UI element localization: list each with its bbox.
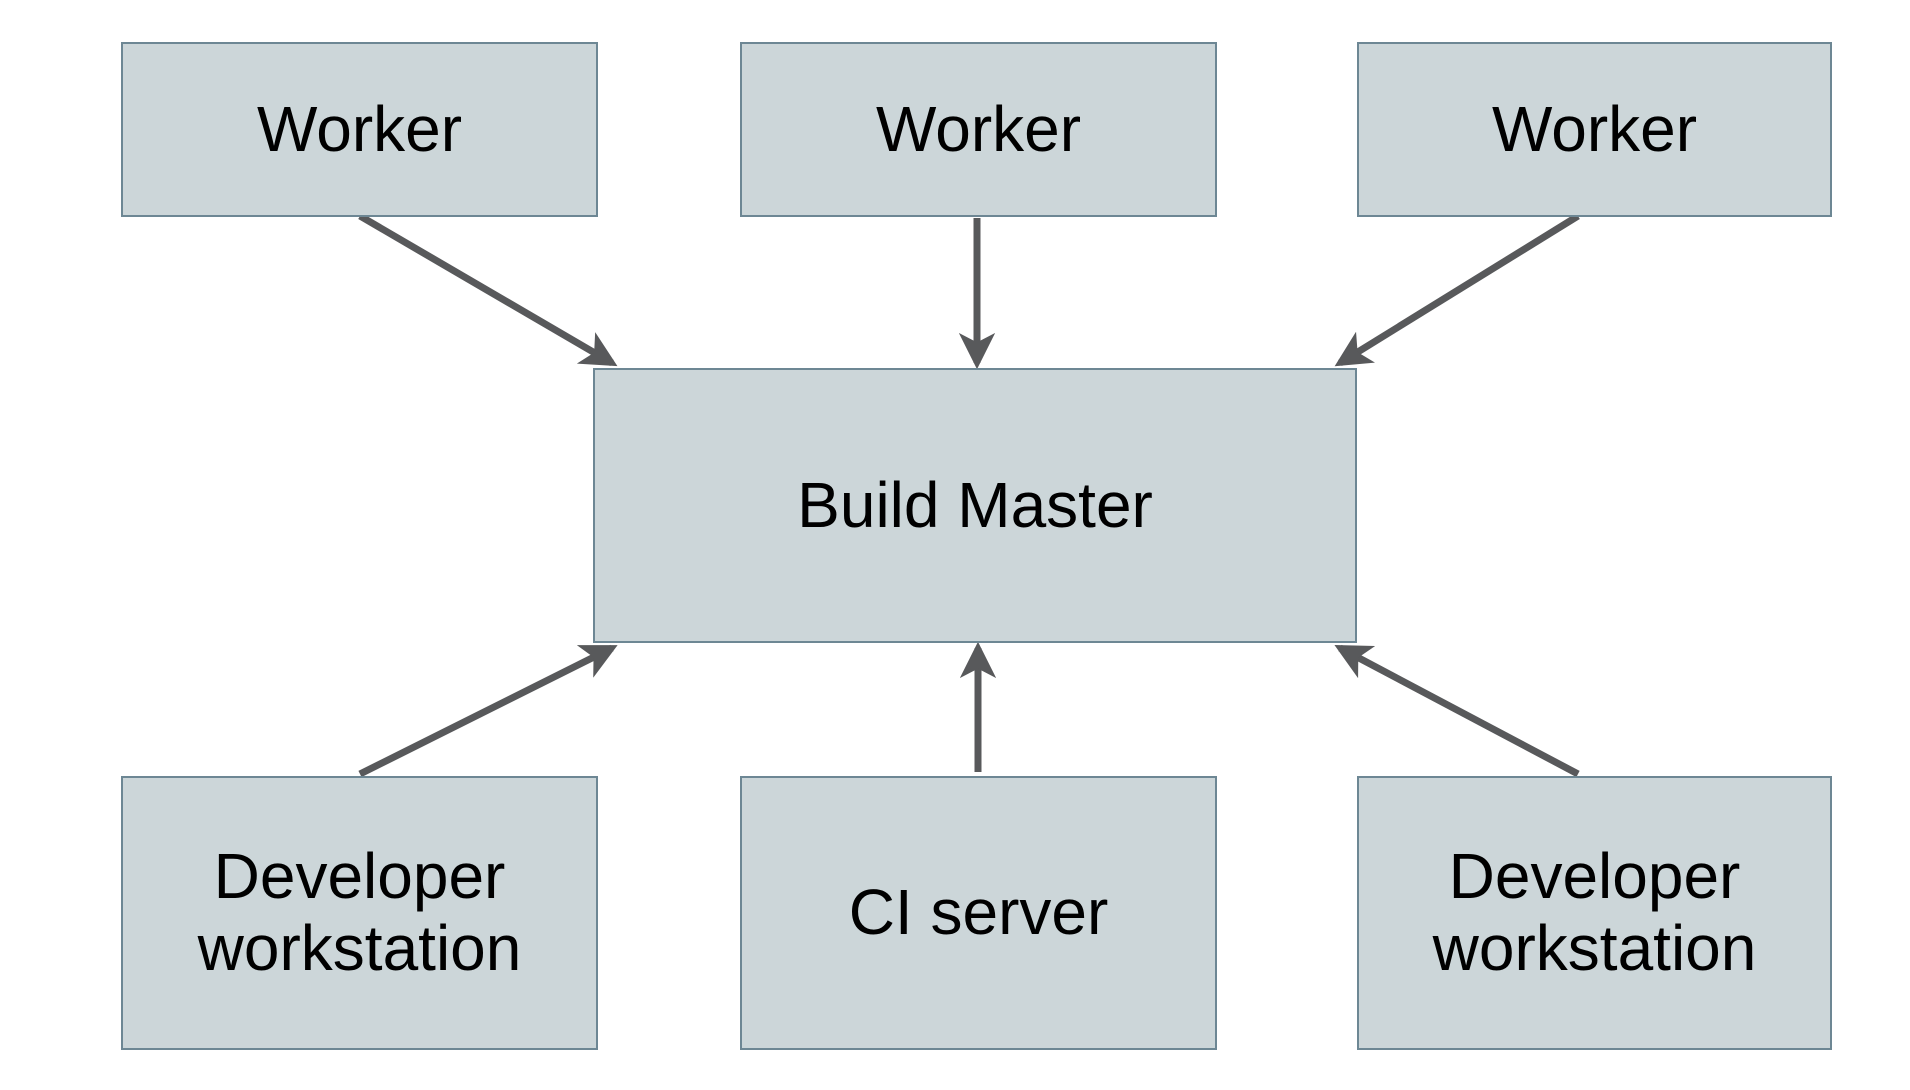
node-developer-workstation-2-label: Developer workstation xyxy=(1432,840,1757,984)
node-developer-workstation-1-label: Developer workstation xyxy=(197,840,522,984)
edge-worker-1-to-build-master xyxy=(358,212,618,367)
node-worker-2[interactable]: Worker xyxy=(740,42,1217,217)
node-worker-3-label: Worker xyxy=(1491,92,1698,165)
edge-worker-3-to-build-master xyxy=(1334,213,1580,367)
node-build-master-label: Build Master xyxy=(797,468,1153,541)
node-worker-1-label: Worker xyxy=(256,92,463,165)
node-developer-workstation-2[interactable]: Developer workstation xyxy=(1357,776,1832,1050)
edge-workstation-1-to-build-master xyxy=(358,644,618,778)
node-developer-workstation-1[interactable]: Developer workstation xyxy=(121,776,598,1050)
node-build-master[interactable]: Build Master xyxy=(593,368,1357,643)
node-worker-2-label: Worker xyxy=(875,92,1082,165)
node-worker-1[interactable]: Worker xyxy=(121,42,598,217)
edge-workstation-2-to-build-master xyxy=(1334,644,1580,778)
node-ci-server-label: CI server xyxy=(848,876,1109,949)
node-worker-3[interactable]: Worker xyxy=(1357,42,1832,217)
node-ci-server[interactable]: CI server xyxy=(740,776,1217,1050)
